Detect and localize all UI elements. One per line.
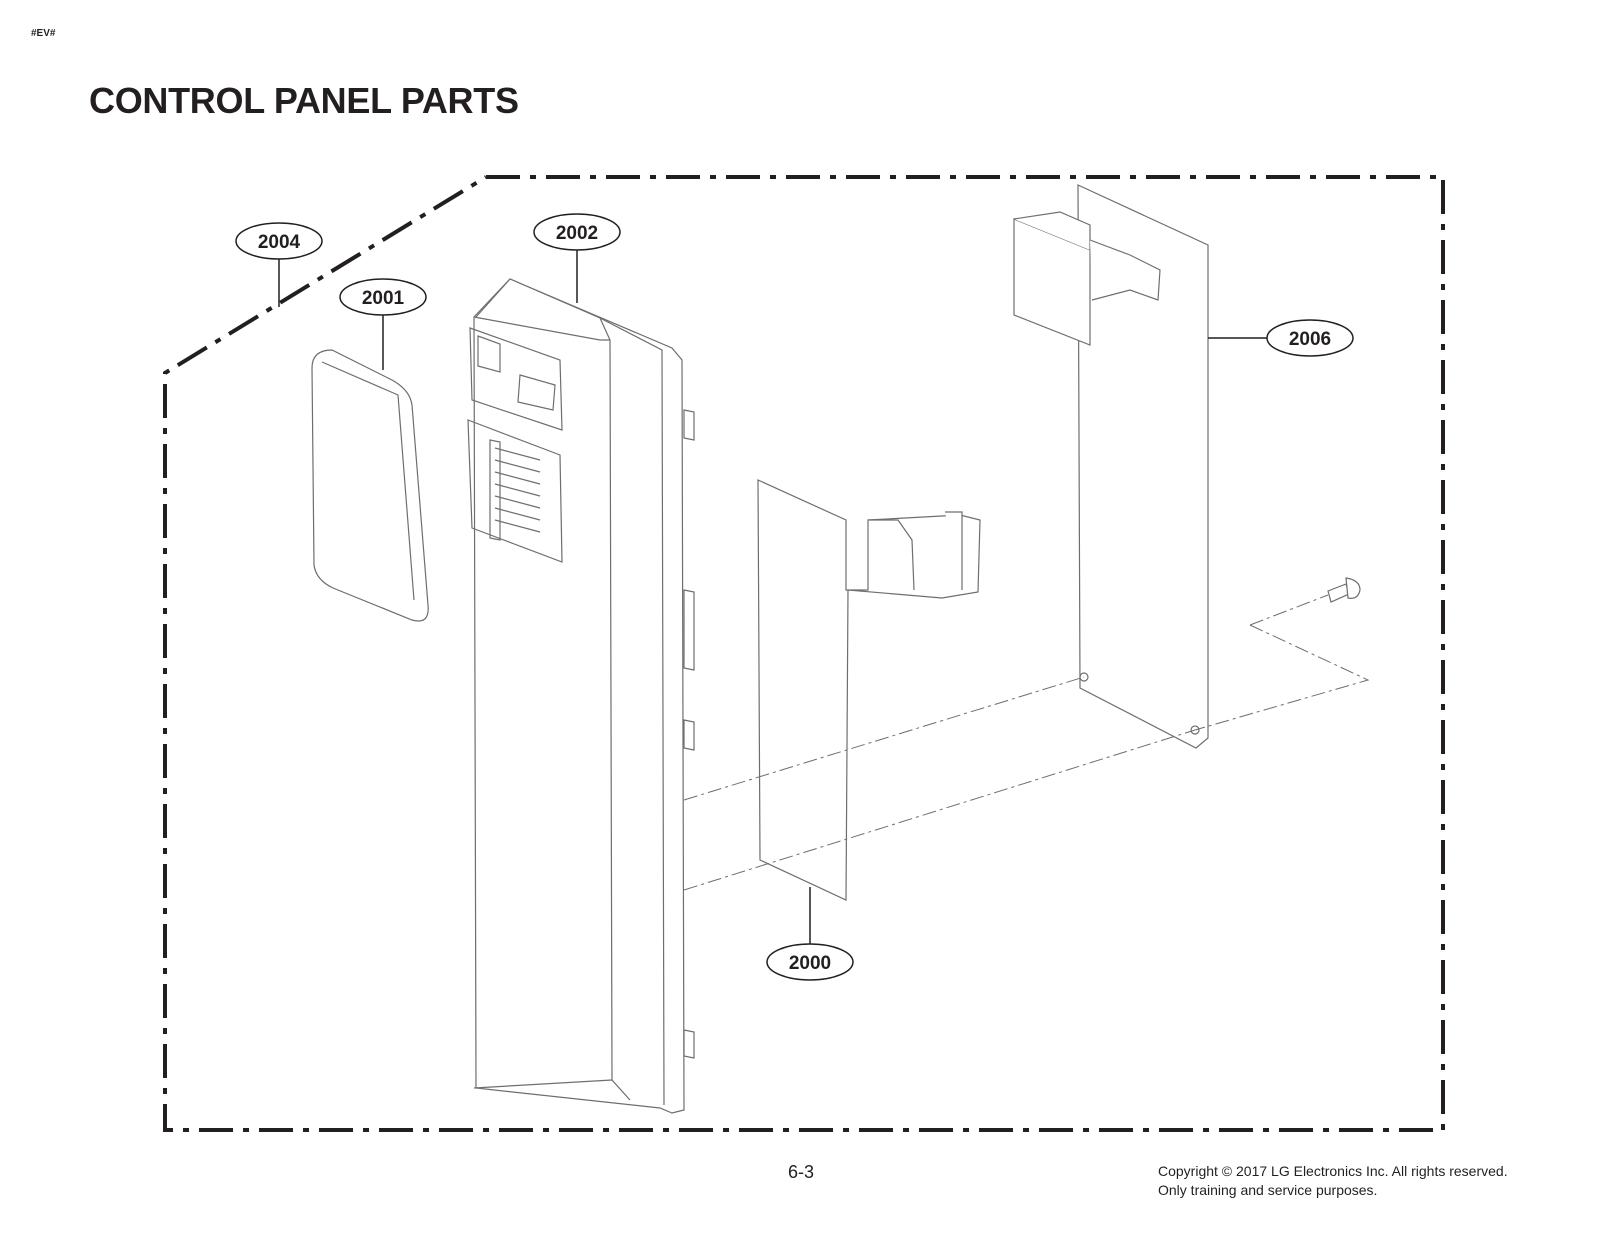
callout-2000-label: 2000 (789, 953, 831, 974)
copyright-line-1: Copyright © 2017 LG Electronics Inc. All… (1158, 1163, 1508, 1179)
callout-2004: 2004 (235, 222, 323, 307)
callout-2002-label: 2002 (556, 223, 598, 244)
part-2000-ribbon (757, 479, 981, 901)
callout-2006: 2006 (1208, 319, 1354, 357)
page-title: CONTROL PANEL PARTS (89, 80, 519, 121)
part-2006-pcb (1013, 184, 1209, 749)
part-2002-housing (467, 278, 695, 1114)
callout-2000: 2000 (766, 887, 854, 981)
callout-2001-label: 2001 (362, 288, 405, 309)
assembly-guide-lines (683, 594, 1370, 891)
screw (1327, 577, 1361, 603)
page-number: 6-3 (788, 1162, 815, 1182)
copyright-line-2: Only training and service purposes. (1158, 1182, 1378, 1198)
assembly-boundary (163, 175, 1445, 1132)
callout-2002: 2002 (533, 213, 621, 303)
document-tag: #EV# (31, 28, 56, 39)
callout-2006-label: 2006 (1289, 329, 1331, 350)
callout-2001: 2001 (339, 278, 427, 370)
copyright-notice: Copyright © 2017 LG Electronics Inc. All… (1158, 1162, 1508, 1200)
callout-2004-label: 2004 (258, 232, 301, 253)
part-2001-cover (311, 349, 429, 622)
